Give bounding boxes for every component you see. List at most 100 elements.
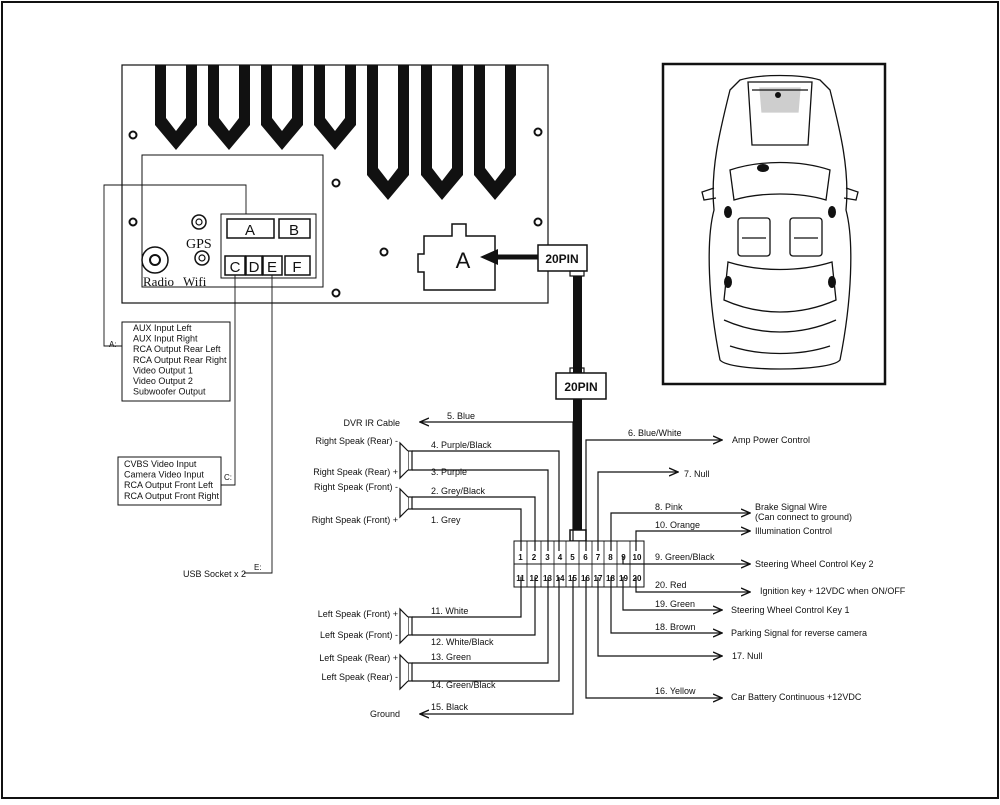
wire-label-17: 17. Null xyxy=(732,651,763,661)
port-b xyxy=(278,218,311,239)
pin-top-label: 1 xyxy=(518,553,523,562)
target-ignition: Ignition key + 12VDC when ON/OFF xyxy=(760,586,906,596)
target-dvr-ir: DVR IR Cable xyxy=(343,418,400,428)
wire-label-7: 7. Null xyxy=(684,469,710,479)
head-unit-panel: GPS Radio Wifi A B C D E F A xyxy=(121,64,549,304)
wire-label-15: 15. Black xyxy=(431,702,469,712)
target-left-rear-neg: Left Speak (Rear) - xyxy=(321,672,398,682)
port-d-label: D xyxy=(249,259,260,276)
pin-top-label: 3 xyxy=(545,553,550,562)
wire-label-18: 18. Brown xyxy=(655,622,696,632)
connector-20pin-bottom xyxy=(555,372,607,400)
wire-label-5: 5. Blue xyxy=(447,411,475,421)
port-callout-lines xyxy=(103,184,273,574)
target-swc-key1: Steering Wheel Control Key 1 xyxy=(731,605,850,615)
wire-label-1: 1. Grey xyxy=(431,515,461,525)
port-d xyxy=(245,255,263,276)
pin-top-label: 5 xyxy=(570,553,575,562)
target-right-front-neg: Right Speak (Front) - xyxy=(314,482,398,492)
target-right-rear-neg: Right Speak (Rear) - xyxy=(315,436,398,446)
wire-label-10: 10. Orange xyxy=(655,520,700,530)
port-a-item: RCA Output Rear Left xyxy=(133,344,221,354)
radio-label: Radio xyxy=(143,274,174,289)
port-c-box xyxy=(117,456,222,506)
target-right-front-pos: Right Speak (Front) + xyxy=(312,515,398,525)
port-a-item: AUX Input Left xyxy=(133,323,192,333)
port-a-prefix: A: xyxy=(109,340,117,349)
wire-label-11: 11. White xyxy=(431,606,468,616)
pin-top-label: 2 xyxy=(532,553,537,562)
port-c-item: RCA Output Front Right xyxy=(124,491,220,501)
wire-label-12: 12. White/Black xyxy=(431,637,494,647)
car-top-view-icon xyxy=(701,74,859,370)
car-illustration xyxy=(661,62,887,386)
port-a-item: AUX Input Right xyxy=(133,334,198,344)
port-a-label: A xyxy=(245,222,255,239)
port-a-item: Subwoofer Output xyxy=(133,387,206,397)
speaker-symbols xyxy=(399,441,413,691)
pin-top-label: 8 xyxy=(608,553,613,562)
target-ground: Ground xyxy=(370,709,400,719)
port-e xyxy=(262,255,283,276)
connector-arrow xyxy=(480,249,538,265)
target-left-rear-pos: Left Speak (Rear) + xyxy=(319,653,398,663)
target-illumination: Illumination Control xyxy=(755,526,832,536)
target-brake-note: (Can connect to ground) xyxy=(755,512,852,522)
gps-label: GPS xyxy=(186,237,212,252)
pin-top-label: 10 xyxy=(633,553,642,562)
port-c-item: CVBS Video Input xyxy=(124,459,197,469)
left-target-labels: DVR IR Cable Right Speak (Rear) - Right … xyxy=(312,418,400,719)
speaker-left-front-icon xyxy=(399,607,413,645)
speaker-left-rear-icon xyxy=(399,653,413,691)
connector-20pin-bottom-label: 20PIN xyxy=(564,380,597,394)
pin-bottom-label: 20 xyxy=(633,574,642,583)
pin-bottom-label: 12 xyxy=(530,574,539,583)
wire-label-13: 13. Green xyxy=(431,652,471,662)
speaker-right-front-icon xyxy=(399,487,413,519)
right-wire-labels: 6. Blue/White 7. Null 8. Pink 10. Orange… xyxy=(628,428,763,696)
wire-label-9: 9. Green/Black xyxy=(655,552,715,562)
port-c-prefix: C: xyxy=(224,473,232,482)
connector-20pin-top xyxy=(537,244,588,272)
wire-label-3: 3. Purple xyxy=(431,467,467,477)
port-a-item: RCA Output Rear Right xyxy=(133,355,227,365)
target-parking-signal: Parking Signal for reverse camera xyxy=(731,628,867,638)
port-a xyxy=(226,218,275,239)
pin-bottom-label: 19 xyxy=(619,574,628,583)
wire-label-20: 20. Red xyxy=(655,580,687,590)
pin-top-label: 9 xyxy=(621,553,626,562)
harness: 20PIN 20PIN xyxy=(537,244,607,542)
pin-bottom-label: 14 xyxy=(556,574,565,583)
port-a-box xyxy=(121,321,231,402)
target-battery: Car Battery Continuous +12VDC xyxy=(731,692,862,702)
plug-a-socket xyxy=(417,223,496,291)
heat-sink-long xyxy=(367,65,516,200)
pin-top-label: 6 xyxy=(583,553,588,562)
wire-label-4: 4. Purple/Black xyxy=(431,440,492,450)
left-wire-labels: 5. Blue 4. Purple/Black 3. Purple 2. Gre… xyxy=(431,411,496,712)
wire-label-6: 6. Blue/White xyxy=(628,428,682,438)
target-left-front-pos: Left Speak (Front) + xyxy=(318,609,398,619)
port-a-item: Video Output 2 xyxy=(133,376,193,386)
target-swc-key2: Steering Wheel Control Key 2 xyxy=(755,559,874,569)
car-speaker-icons xyxy=(724,92,836,288)
wire-label-19: 19. Green xyxy=(655,599,695,609)
screw-holes xyxy=(128,127,543,298)
car-frame xyxy=(661,62,887,386)
port-b-label: B xyxy=(289,222,299,239)
target-brake-signal: Brake Signal Wire xyxy=(755,502,827,512)
pin-top-label: 4 xyxy=(558,553,563,562)
port-e-label: E xyxy=(267,259,277,276)
heat-sink-short xyxy=(155,65,356,150)
connector-20pin-top-label: 20PIN xyxy=(545,252,578,266)
port-e-label-text: USB Socket x 2 xyxy=(183,569,246,579)
pin-top-label: 7 xyxy=(596,553,601,562)
gps-connector-icon xyxy=(191,214,207,230)
port-c-item: RCA Output Front Left xyxy=(124,480,214,490)
port-block xyxy=(220,213,317,279)
wire-lines xyxy=(412,422,750,714)
